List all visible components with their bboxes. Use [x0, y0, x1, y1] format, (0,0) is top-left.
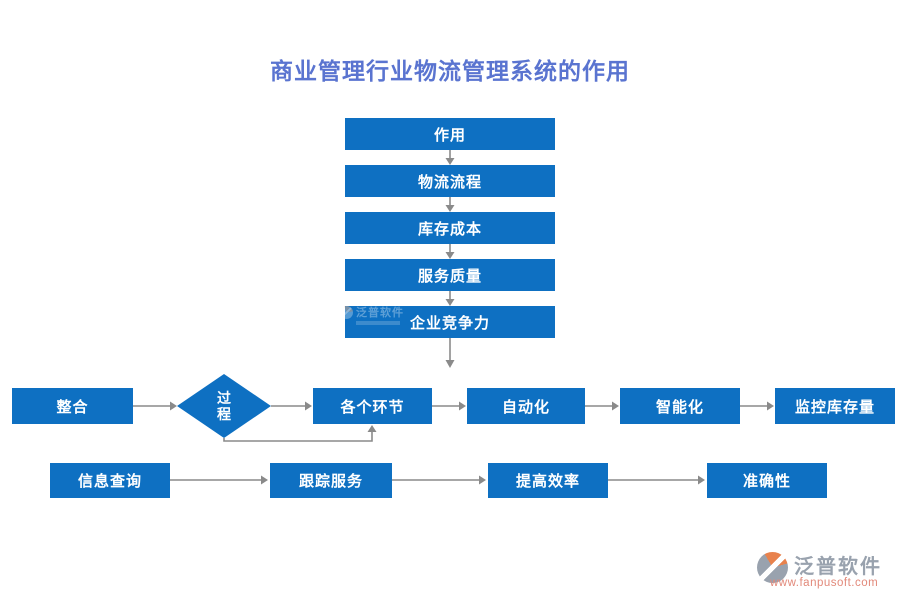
main-node-monitor-inventory: 监控库存量 — [775, 388, 895, 424]
secondary-node-tracking-service: 跟踪服务 — [270, 463, 392, 498]
vertical-node-inventory-cost: 库存成本 — [345, 212, 555, 244]
brand-watermark: 泛普软件 — [340, 304, 404, 325]
secondary-node-accuracy: 准确性 — [707, 463, 827, 498]
decision-diamond-process: 过程 — [177, 374, 271, 438]
watermark-text: 泛普软件 — [356, 307, 404, 319]
main-node-each-link: 各个环节 — [313, 388, 432, 424]
main-node-integrate: 整合 — [12, 388, 133, 424]
main-node-automation: 自动化 — [467, 388, 585, 424]
main-node-intelligence: 智能化 — [620, 388, 740, 424]
vendor-logo-icon — [757, 552, 788, 583]
vendor-brand-name: 泛普软件 — [794, 556, 882, 578]
page-title: 商业管理行业物流管理系统的作用 — [270, 58, 630, 85]
vendor-logo: 泛普软件 www.fanpusoft.com — [757, 550, 897, 594]
vertical-node-competitiveness: 企业竞争力 — [345, 306, 555, 338]
vertical-node-service-quality: 服务质量 — [345, 259, 555, 291]
decision-label: 过程 — [217, 389, 231, 422]
secondary-node-efficiency: 提高效率 — [488, 463, 608, 498]
vendor-url: www.fanpusoft.com — [770, 577, 879, 589]
vertical-node-logistics-process: 物流流程 — [345, 165, 555, 197]
vertical-node-role: 作用 — [345, 118, 555, 150]
watermark-tagline-bar — [356, 321, 400, 325]
watermark-logo-icon — [340, 305, 353, 319]
secondary-node-info-query: 信息查询 — [50, 463, 170, 498]
